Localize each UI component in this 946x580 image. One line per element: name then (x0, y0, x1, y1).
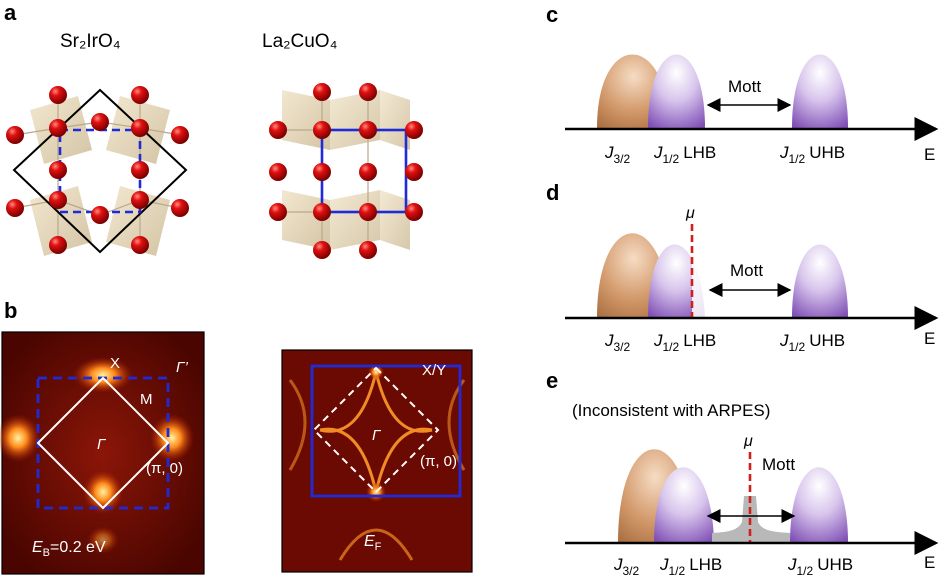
panel-b-label: b (4, 298, 17, 323)
lhb-band-c (648, 54, 705, 128)
panel-e-label: e (546, 368, 558, 393)
uhb-band-e (790, 467, 848, 543)
mu-label-e: μ (743, 433, 753, 450)
sr2iro4-structure (6, 86, 189, 256)
la2cuo4-structure (269, 83, 423, 259)
label-gamma-prime: Γ’ (176, 359, 189, 376)
j32-label-e: J3/2 (613, 555, 640, 578)
label-gamma-left: Γ (97, 436, 107, 453)
label-binding-energy: EB=0.2 eV (32, 539, 106, 559)
label-pi0-left: (π, 0) (146, 460, 183, 477)
panel-e: e (Inconsistent with ARPES) μ Mott J3/2 … (546, 368, 939, 578)
label-x-point: X (110, 355, 120, 372)
mott-label-d: Mott (730, 261, 763, 280)
arpes-map-right: X/Y Γ (π, 0) EF (281, 349, 473, 573)
energy-label-e: E (924, 553, 935, 572)
panel-a-label: a (4, 0, 17, 25)
mu-label-d: μ (685, 205, 695, 222)
j32-label-c: J3/2 (604, 143, 631, 166)
label-xy-point: X/Y (422, 362, 446, 379)
mott-label-c: Mott (728, 77, 761, 96)
label-gamma-right: Γ (372, 427, 382, 444)
inconsistent-note: (Inconsistent with ARPES) (572, 401, 770, 420)
j32-label-d: J3/2 (604, 331, 631, 354)
la2cuo4-title: La₂CuO₄ (262, 31, 338, 52)
label-pi0-right: (π, 0) (420, 453, 457, 470)
sr2iro4-title: Sr₂IrO₄ (60, 31, 121, 52)
lhb-band-e (654, 467, 714, 543)
energy-label-c: E (924, 145, 935, 164)
uhb-band-c (792, 54, 848, 128)
arpes-map-left: X Γ’ M Γ (π, 0) EB=0.2 eV (0, 331, 205, 575)
panel-c-label: c (546, 2, 558, 27)
panel-d-label: d (546, 180, 559, 205)
mott-label-e: Mott (762, 455, 795, 474)
energy-label-d: E (924, 329, 935, 348)
label-fermi-energy: EF (364, 533, 382, 553)
label-m-point: M (140, 391, 153, 408)
uhb-band-d (792, 244, 848, 318)
panel-b: b X Γ’ M Γ (π, 0) EB=0.2 eV (0, 298, 473, 575)
panel-a: a Sr₂IrO₄ La₂CuO₄ (4, 0, 423, 259)
